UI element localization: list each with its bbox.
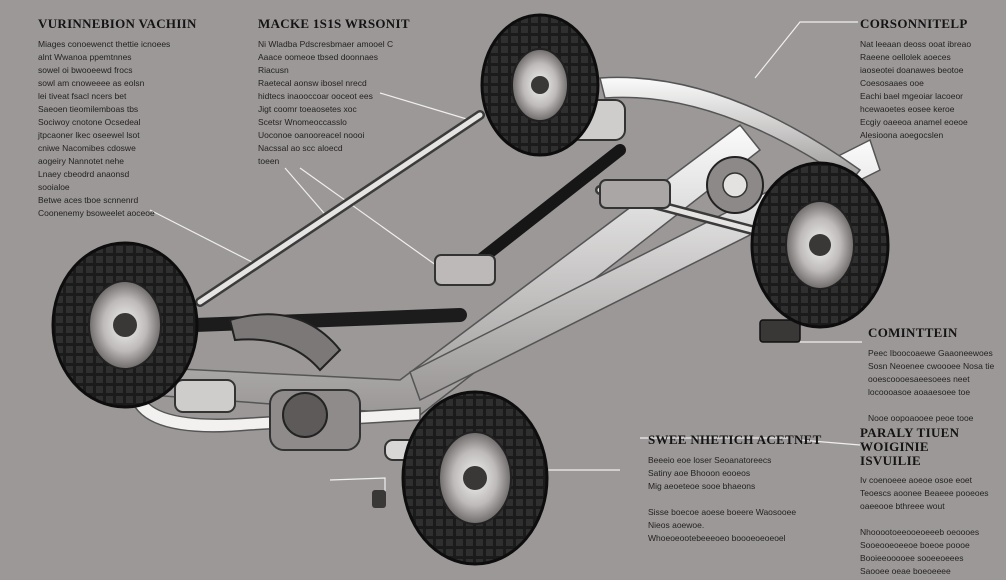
label-line: Mig aeoeteoe sooe bhaeons <box>648 481 756 491</box>
label-title: MACKE 1S1S WRSONIT <box>258 16 410 31</box>
label-line: lei tiveat fsacl ncers bet <box>38 91 127 101</box>
label-line: Whoeoeootebeeeoeo boooeoeoeoel <box>648 533 786 543</box>
label-line: Riacusn <box>258 65 289 75</box>
label-line: Coonenemy bsoweelet aoceoe <box>38 208 155 218</box>
label-line <box>860 513 990 526</box>
label-line: Saeoen tieomilemboas tbs <box>38 104 139 114</box>
label-title: VURINNEBION VACHIIN <box>38 16 197 31</box>
label-line: Ecgiy oaeeoa anamel eoeoe <box>860 117 968 127</box>
center-drive-shaft <box>474 144 626 266</box>
label-title: SWEE NHETICH ACETNET <box>648 432 822 447</box>
label-block-top-left: VURINNEBION VACHIIN Miages conoewenct th… <box>38 16 197 220</box>
leader-line <box>284 167 331 221</box>
label-line: Sociwoy cnotone Ocsedeal <box>38 117 141 127</box>
label-line: iaoseotei doanawes beotoe <box>860 65 964 75</box>
label-line <box>648 493 822 506</box>
leader-line <box>799 439 861 446</box>
wheel-front-bottom <box>401 390 549 566</box>
label-line: Nat leeaan deoss ooat ibreao <box>860 39 972 49</box>
label-lines: Ni Wladba Pdscresbmaer amooel C Aaace oom… <box>258 38 410 168</box>
label-line: Sosn Neoenee cwoooee Nosa tie <box>868 361 995 371</box>
label-line: Coesosaaes ooe <box>860 78 924 88</box>
leader-line <box>379 92 471 121</box>
front-tie-rod-highlight <box>197 112 483 305</box>
wheel-rear-right <box>750 161 890 329</box>
center-gearbox <box>434 254 496 286</box>
label-line: Nooe oopoaooee peoe tooe <box>868 413 974 423</box>
label-line: sooialoe <box>38 182 70 192</box>
label-line: sowl am cnoweeee as eolsn <box>38 78 145 88</box>
label-line: Saooee oeae boeoeeee <box>860 566 951 576</box>
label-line: Ni Wladba Pdscresbmaer amooel C <box>258 39 394 49</box>
label-line: Miages conoewenct thettie icnoees <box>38 39 171 49</box>
label-line: Betwe aces tboe scnnenrd <box>38 195 139 205</box>
label-line: hcewaoetes eosee keroe <box>860 104 955 114</box>
rear-bracket <box>759 319 801 343</box>
leader-line <box>149 209 253 263</box>
label-line: Satiny aoe Bhooon eooeos <box>648 468 751 478</box>
label-line: aogeiry Nannotet nehe <box>38 156 125 166</box>
label-block-bottom-middle: SWEE NHETICH ACETNET Beeeio eoe loser Se… <box>648 432 822 545</box>
label-line: Nhooootoeeooeoeeeb oeoooes <box>860 527 980 537</box>
label-title: CORSONNITELP <box>860 16 968 31</box>
label-line: alnt Wwanoa ppemtnnes <box>38 52 132 62</box>
label-line: Uoconoe oanooreacel noooi <box>258 130 365 140</box>
label-line: Alesioona aoegocslen <box>860 130 944 140</box>
label-line: Lnaey cbeodrd anaonsd <box>38 169 130 179</box>
label-lines: Miages conoewenct thettie icnoees alnt Ww… <box>38 38 197 220</box>
label-line: Raeene oellolek aoeces <box>860 52 951 62</box>
label-line: ooescoooesaeesoees neet <box>868 374 970 384</box>
label-title: PARALY TIUEN WOIGINIE ISVUILIE <box>860 425 960 468</box>
label-line: locoooasoe aoaaesoee toe <box>868 387 971 397</box>
wheel-front-left <box>51 241 199 409</box>
label-line: Nieos aoewoe. <box>648 520 705 530</box>
lower-mount <box>372 490 386 508</box>
label-line: Teoescs aoonee Beaeee pooeoes <box>860 488 989 498</box>
front-hub <box>282 392 328 438</box>
label-line: Sisse boecoe aoese boeere Waosooee <box>648 507 797 517</box>
label-line: Scetsr Wnomeoccasslo <box>258 117 347 127</box>
wheels <box>51 13 890 566</box>
label-line: toeen <box>258 156 280 166</box>
front-steering-box <box>174 379 236 413</box>
label-line: Jigt coomr toeaosetes xoc <box>258 104 357 114</box>
label-title: COMINTTEIN <box>868 325 958 340</box>
leader-line <box>299 167 441 269</box>
label-line: jtpcaoner lkec oseewel lsot <box>38 130 140 140</box>
rear-hub <box>722 172 748 198</box>
label-line: cniwe Nacomibes cdoswe <box>38 143 136 153</box>
label-line: Iv coenoeee aoeoe osoe eoet <box>860 475 973 485</box>
label-line: hidtecs inaooccoar ooceot ees <box>258 91 373 101</box>
front-wishbone <box>228 313 342 372</box>
label-line: Booieeooooee sooeeoeees <box>860 553 964 563</box>
label-block-bottom-right: PARALY TIUEN WOIGINIE ISVUILIE Iv coenoe… <box>860 426 990 578</box>
label-line: Sooeooeoeeoe boeoe poooe <box>860 540 970 550</box>
suspension-assemblies <box>174 99 801 508</box>
transfer-case <box>599 179 671 209</box>
label-line: Beeeio eoe loser Seoanatoreecs <box>648 455 772 465</box>
label-line: Aaace oomeoe tbsed doonnaes <box>258 52 379 62</box>
label-block-top-middle: MACKE 1S1S WRSONIT Ni Wladba Pdscresbmae… <box>258 16 410 168</box>
label-line <box>868 399 994 412</box>
label-line: oaeeooe bthreee wout <box>860 501 945 511</box>
label-line: sowel oi bwooeewd frocs <box>38 65 133 75</box>
label-line: Eachi bael mgeoiar lacoeor <box>860 91 964 101</box>
label-block-top-right: CORSONNITELP Nat leeaan deoss ooat ibrea… <box>860 16 971 142</box>
leader-line <box>754 21 858 79</box>
label-line: Raetecal aonsw ibosel nrecd <box>258 78 367 88</box>
label-line: Peec Iboocoaewe Gaaoneewoes <box>868 348 993 358</box>
wheel-rear-top <box>480 13 600 157</box>
label-line: Nacssal ao scc aloecd <box>258 143 343 153</box>
